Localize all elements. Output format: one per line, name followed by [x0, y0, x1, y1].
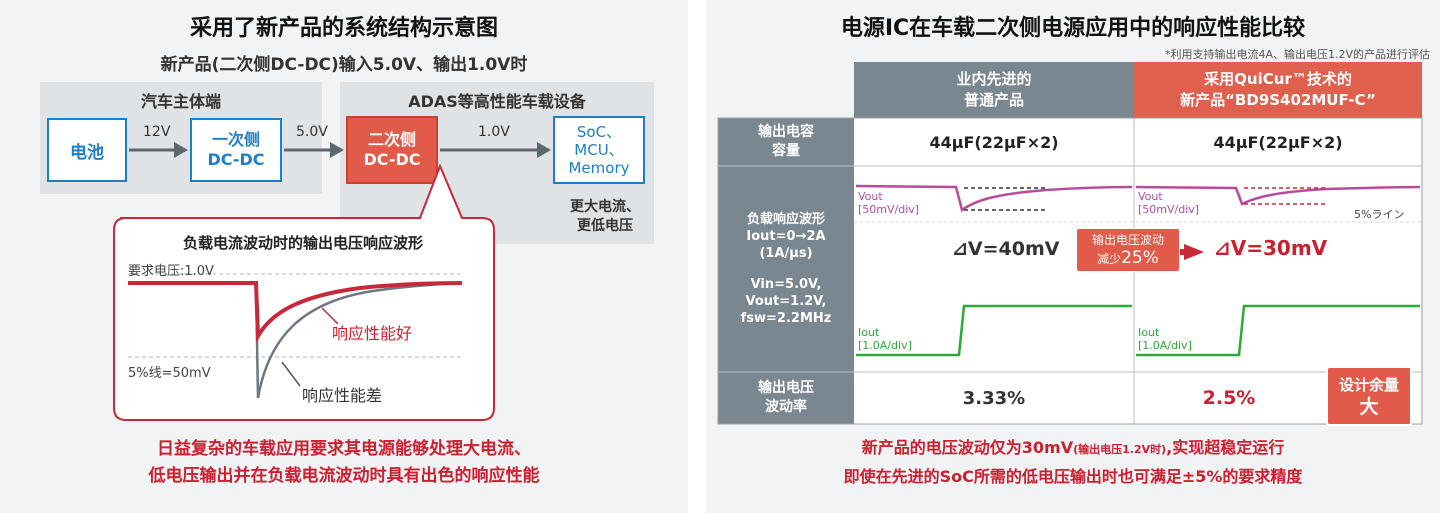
system-diagram-panel: 采用了新产品的系统结构示意图 新产品(二次侧DC-DC)输入5.0V、输出1.0… — [0, 0, 688, 513]
row2-label-line1: 负载响应波形 — [746, 212, 825, 227]
comparison-panel: 电源IC在车载二次侧电源应用中的响应性能比较 *利用支持输出电流4A、输出电压1… — [706, 0, 1440, 513]
row1-label-line1: 输出电容 — [758, 124, 814, 140]
row2-label-line4: Vin=5.0V, — [750, 277, 822, 292]
iout-curve-conventional — [856, 304, 1132, 357]
label-5v: 5.0V — [296, 124, 328, 140]
capacitance-new: 44μF(22μF×2) — [1213, 132, 1343, 152]
adas-label: ADAS等高性能车载设备 — [408, 92, 586, 111]
left-footer: 日益复杂的车载应用要求其电源能够处理大电流、 低电压输出并在负载电流波动时具有出… — [0, 436, 688, 490]
primary-line2: DC-DC — [207, 150, 265, 169]
secondary-dcdc-box: 二次侧 DC-DC — [346, 116, 438, 184]
more-current-label: 更大电流、 更低电压 — [555, 198, 655, 236]
col1-line1: 业内先进的 — [956, 70, 1032, 88]
good-response-label: 响应性能好 — [332, 324, 413, 343]
iout-curve-new — [1136, 304, 1420, 357]
more-current-line1: 更大电流、 — [570, 199, 640, 215]
left-title: 采用了新产品的系统结构示意图 — [189, 16, 498, 41]
delta-v-new: ⊿V=30mV — [1214, 236, 1328, 260]
flow-arrows — [129, 142, 551, 158]
reduction-prefix: 减少 — [1097, 252, 1122, 266]
vout-label-new: Vout [50mV/div] — [1138, 190, 1200, 216]
good-response-curve — [128, 281, 463, 343]
callout-bubble — [113, 163, 495, 421]
secondary-line2: DC-DC — [363, 150, 421, 169]
callout-title: 负载电流波动时的输出电压响应波形 — [182, 234, 423, 252]
row2-label-line6: fsw=2.2MHz — [740, 311, 832, 326]
delta-v-conventional: ⊿V=40mV — [952, 238, 1060, 260]
waveforms — [855, 184, 1421, 357]
row-label-column — [718, 118, 854, 424]
badge-line2: 大 — [1359, 396, 1379, 418]
five-percent-line-label: 5%ライン — [1354, 208, 1405, 221]
ripple-new: 2.5% — [1202, 387, 1256, 409]
soc-line2: MCU、 — [574, 141, 624, 159]
row2-label-line2: Iout=0→2A — [746, 229, 826, 244]
iout-label-new: Iout [1.0A/div] — [1138, 326, 1192, 352]
row-label-ripple: 输出电压 波动率 — [718, 372, 854, 424]
row-label-capacitance: 输出电容 容量 — [718, 118, 854, 166]
reduction-value: 25% — [1121, 248, 1159, 268]
label-12v: 12V — [143, 124, 171, 140]
battery-box: 电池 — [47, 118, 127, 182]
vout-curve-new — [1135, 185, 1421, 206]
left-footer-line1: 日益复杂的车载应用要求其电源能够处理大电流、 — [157, 439, 531, 459]
soc-line1: SoC、 — [576, 123, 622, 141]
poor-pointer — [281, 361, 301, 387]
reduction-arrow — [1184, 244, 1204, 260]
row3-label-line2: 波动率 — [765, 399, 807, 415]
left-footer-line2: 低电压输出并在负载电流波动时具有出色的响应性能 — [148, 466, 540, 486]
label-1v: 1.0V — [478, 124, 510, 140]
col2-line2: 新产品“BD9S402MUF-C” — [1180, 91, 1376, 109]
right-footer: 新产品的电压波动仅为30mV(输出电压1.2V时),实现超稳定运行 即使在先进的… — [706, 434, 1440, 490]
soc-line3: Memory — [568, 159, 630, 177]
car-side-label: 汽车主体端 — [140, 92, 221, 111]
primary-line1: 一次侧 — [211, 130, 260, 149]
iout-label-conventional: Iout [1.0A/div] — [858, 326, 912, 352]
col2-line1: 采用QuiCur™技术的 — [1204, 70, 1352, 88]
ripple-conventional: 3.33% — [962, 387, 1026, 409]
row1-label-line2: 容量 — [772, 143, 800, 159]
reduction-line1: 输出电压波动 — [1091, 233, 1164, 247]
row2-label-line3: (1A/μs) — [759, 246, 813, 261]
required-voltage-label: 要求电压:1.0V — [128, 264, 214, 279]
five-percent-label: 5%线=50mV — [128, 366, 211, 381]
design-margin-badge: 设计余量 大 — [1326, 366, 1412, 426]
vout-label-conventional: Vout [50mV/div] — [858, 190, 920, 216]
col1-line2: 普通产品 — [963, 91, 1024, 109]
secondary-line1: 二次侧 — [367, 130, 416, 149]
primary-dcdc-box: 一次侧 DC-DC — [190, 118, 282, 182]
soc-box: SoC、 MCU、 Memory — [553, 116, 645, 184]
more-current-line2: 更低电压 — [577, 218, 633, 234]
row2-label-line5: Vout=1.2V, — [745, 294, 827, 309]
poor-response-label: 响应性能差 — [302, 386, 383, 405]
capacitance-conventional: 44μF(22μF×2) — [929, 132, 1059, 152]
reduction-badge: 输出电压波动 减少25% — [1076, 228, 1180, 272]
right-title: 电源IC在车载二次侧电源应用中的响应性能比较 — [840, 16, 1306, 41]
good-pointer — [321, 307, 339, 325]
right-footer-line2: 即使在先进的SoC所需的低电压输出时也可满足±5%的要求精度 — [843, 467, 1303, 486]
row-label-waveform: 负载响应波形 Iout=0→2A (1A/μs) Vin=5.0V, Vout=… — [718, 166, 854, 372]
column-header-conventional: 业内先进的 普通产品 — [854, 62, 1134, 118]
column-header-new-product: 采用QuiCur™技术的 新产品“BD9S402MUF-C” — [1134, 62, 1422, 118]
left-subtitle: 新产品(二次侧DC-DC)输入5.0V、输出1.0V时 — [160, 55, 528, 75]
table-grid — [717, 117, 1423, 425]
badge-line1: 设计余量 — [1338, 376, 1399, 394]
vout-curve-conventional — [855, 184, 1133, 213]
right-footer-line1: 新产品的电压波动仅为30mV(输出电压1.2V时),实现超稳定运行 — [861, 438, 1285, 457]
row3-label-line1: 输出电压 — [758, 380, 814, 396]
evaluation-note: *利用支持输出电流4A、输出电压1.2V的产品进行评估 — [1164, 48, 1430, 61]
